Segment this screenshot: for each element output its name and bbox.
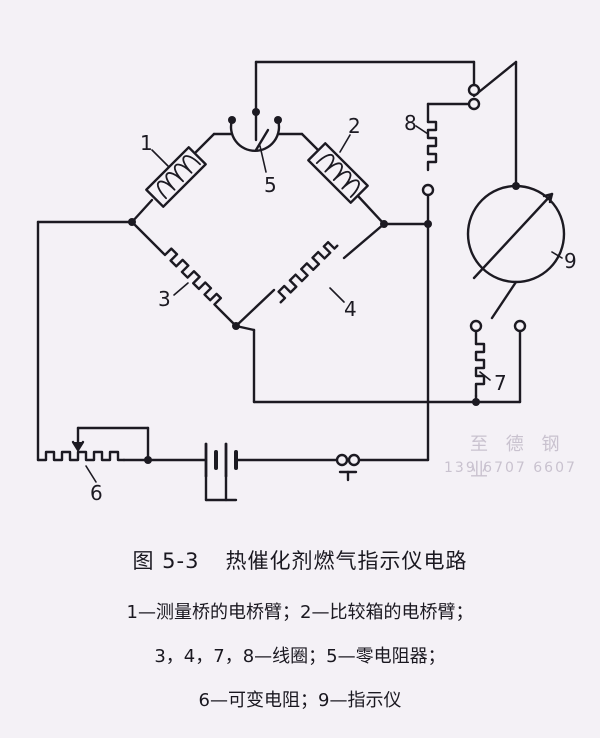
label-2: 2 xyxy=(348,114,361,138)
legend-line-3: 6—可变电阻；9—指示仪 xyxy=(198,690,402,711)
label-leaders xyxy=(85,125,563,483)
watermark-text: 至 德 钢 业 xyxy=(470,434,566,481)
legend-line-2: 3，4，7，8—线圈；5—零电阻器； xyxy=(154,646,446,667)
bridge-arm-1-coil xyxy=(145,146,207,208)
junction-dots xyxy=(128,108,520,464)
coil-8 xyxy=(382,102,472,462)
legend-line-1: 1—测量桥的电桥臂；2—比较箱的电桥臂； xyxy=(126,602,474,623)
label-8: 8 xyxy=(404,111,417,135)
label-6: 6 xyxy=(90,481,103,505)
label-5: 5 xyxy=(264,173,277,197)
circuit-diagram: 1 2 3 4 5 6 7 8 9 xyxy=(36,60,577,505)
switch-upper xyxy=(472,60,518,98)
bridge-arm-2-coil xyxy=(307,142,369,204)
figure-number: 图 5-3 xyxy=(132,549,200,573)
label-4: 4 xyxy=(344,297,357,321)
watermark-phone: 139 6707 6607 xyxy=(444,460,577,476)
battery xyxy=(146,442,340,502)
push-button xyxy=(338,458,430,482)
coil-7 xyxy=(234,324,522,404)
coil-4 xyxy=(277,240,339,304)
terminal-circles xyxy=(335,83,527,467)
label-7: 7 xyxy=(494,371,507,395)
label-3: 3 xyxy=(158,287,171,311)
label-1: 1 xyxy=(140,131,153,155)
figure-title: 热催化剂燃气指示仪电路 xyxy=(225,549,468,573)
figure-caption-title: 图 5-3 热催化剂燃气指示仪电路 xyxy=(0,545,600,575)
variable-resistor-6 xyxy=(36,220,150,462)
top-wire xyxy=(254,60,476,114)
label-9: 9 xyxy=(564,249,577,273)
bridge-wires xyxy=(130,132,386,328)
coil-3 xyxy=(159,247,223,309)
zero-resistor-5 xyxy=(229,110,281,153)
